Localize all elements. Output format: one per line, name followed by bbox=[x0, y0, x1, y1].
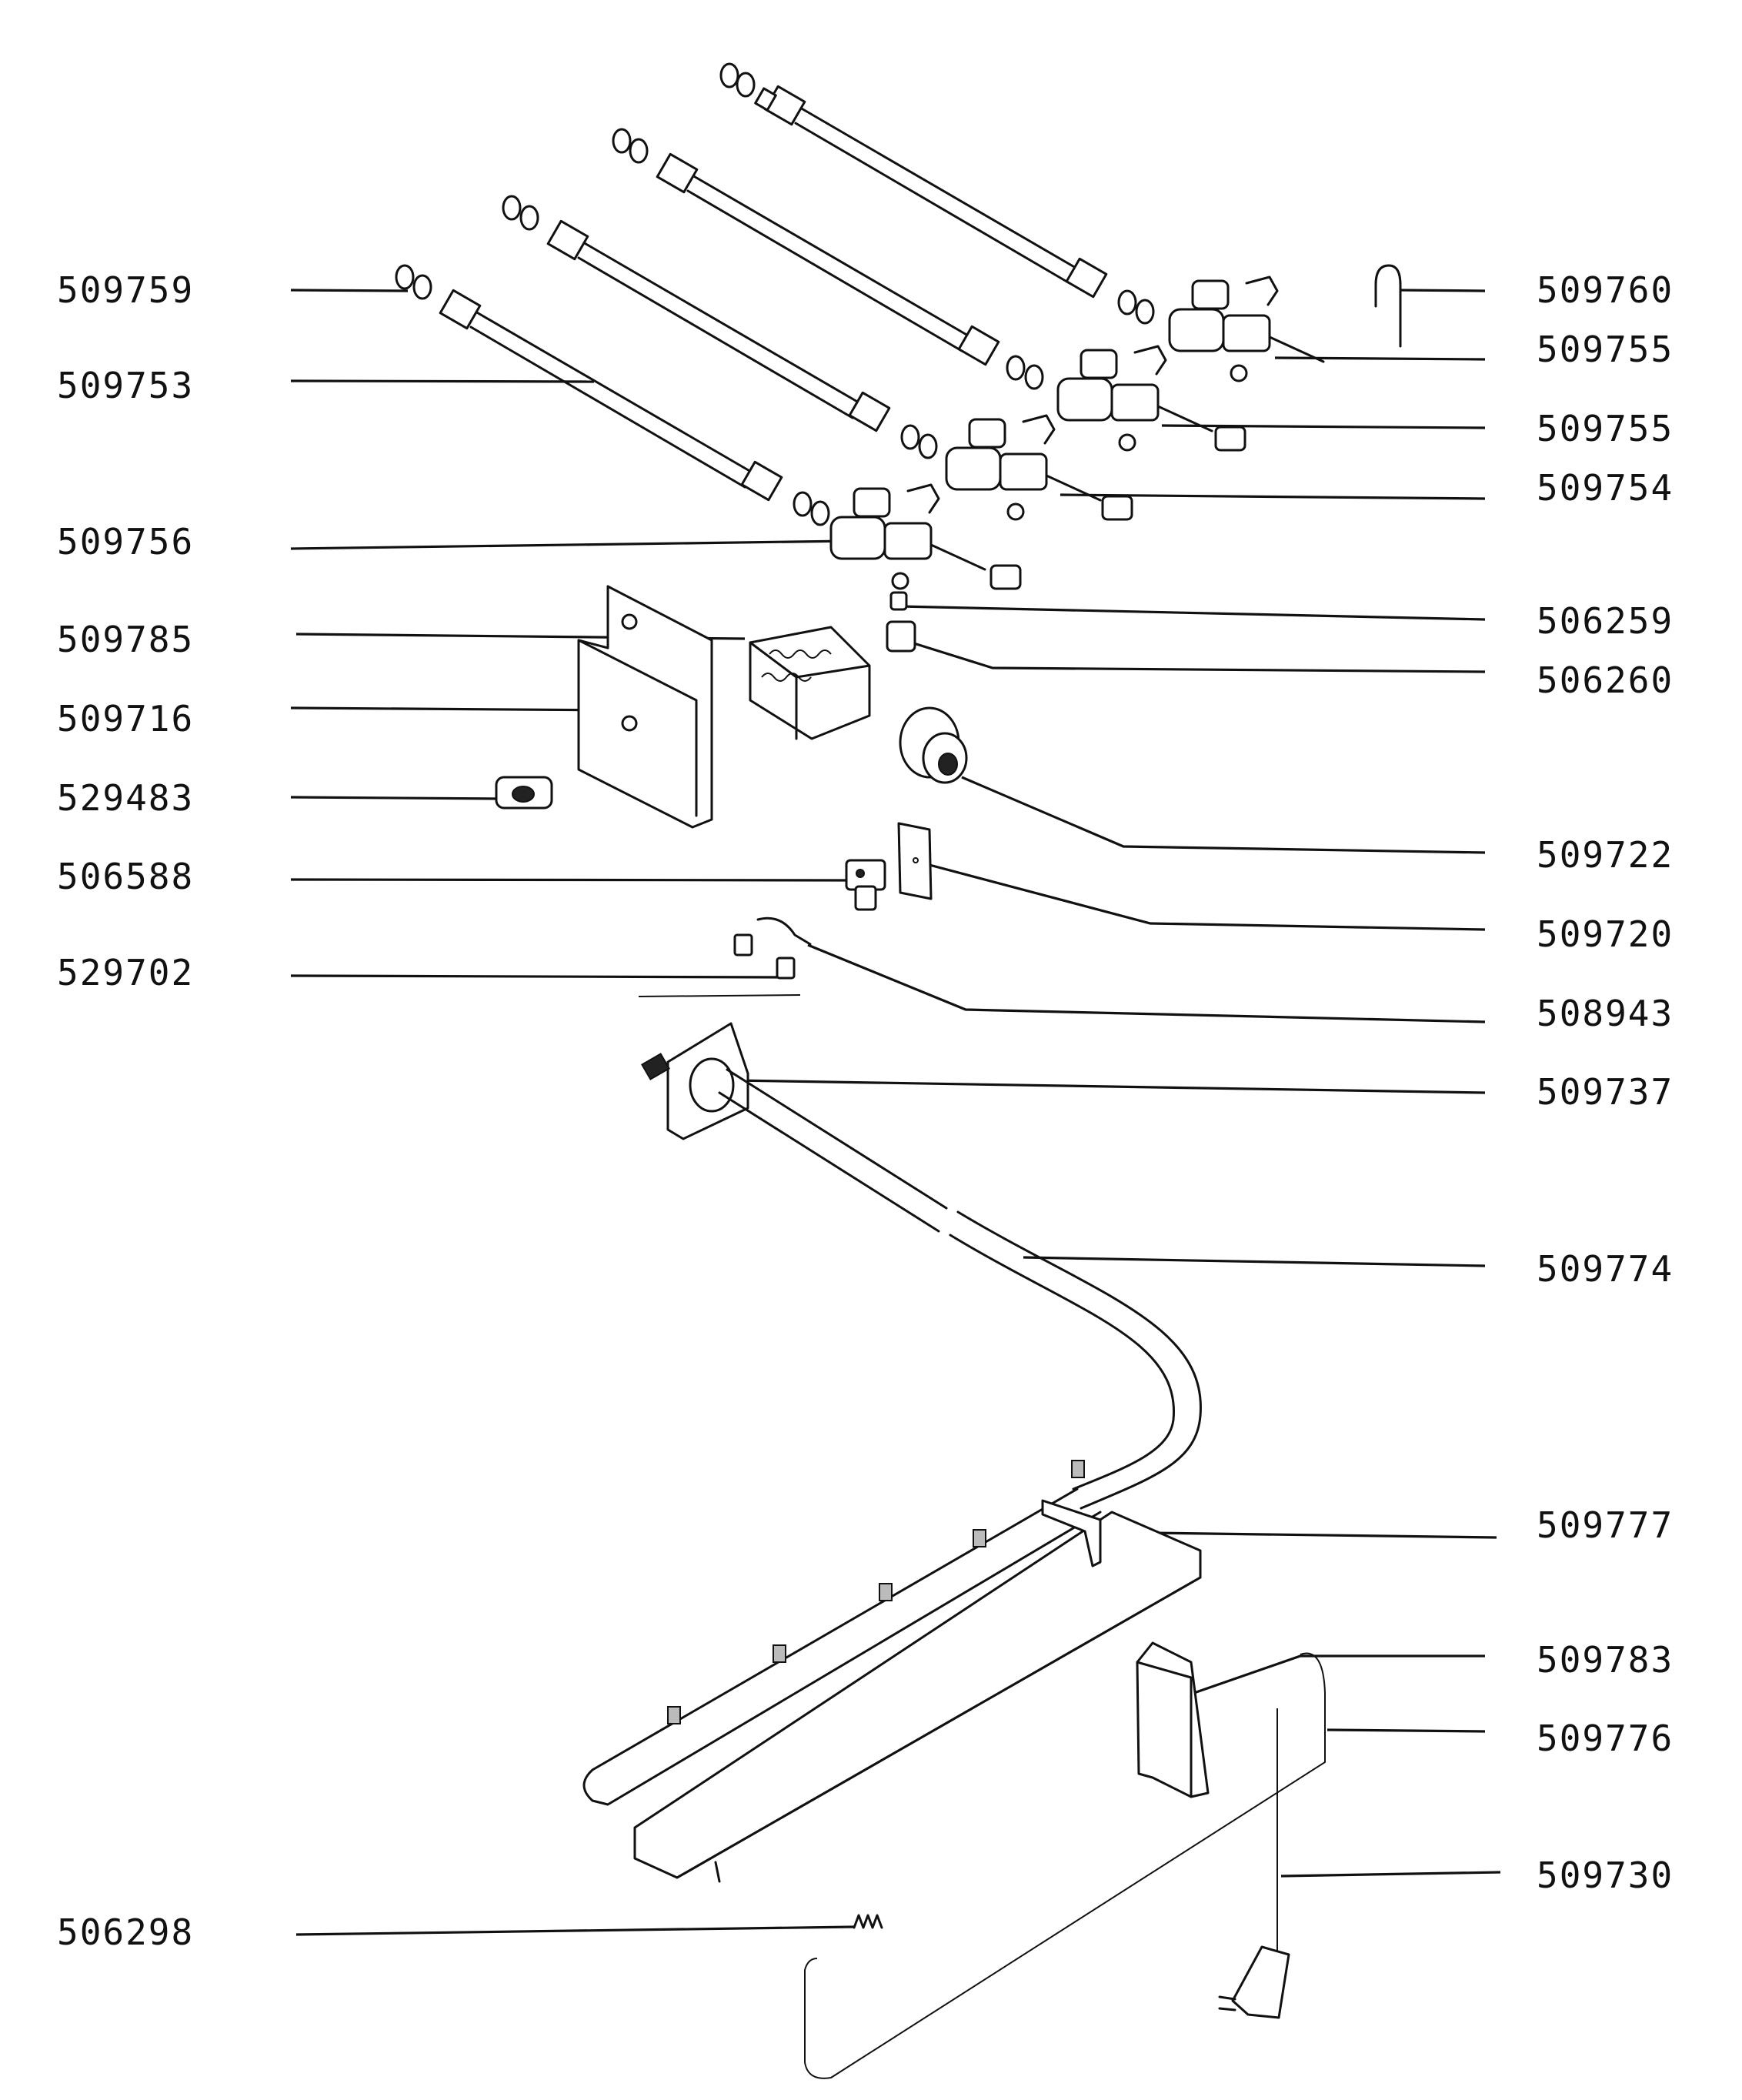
label-529483: 529483 bbox=[57, 777, 194, 819]
label-508943: 508943 bbox=[1537, 993, 1674, 1034]
leader-509756 bbox=[290, 539, 851, 550]
label-509716: 509716 bbox=[57, 698, 194, 740]
gas-tube-4 bbox=[395, 264, 830, 526]
leader-529483 bbox=[290, 796, 502, 800]
leader-509722 bbox=[961, 776, 1486, 854]
leader-509730 bbox=[1280, 1871, 1501, 1878]
leader-529702 bbox=[290, 974, 783, 979]
leader-lines bbox=[290, 289, 1501, 1936]
gas-tap-1 bbox=[1168, 275, 1325, 382]
leader-509783 bbox=[1153, 1654, 1485, 1708]
grommet-529483 bbox=[495, 776, 553, 810]
nut-506260 bbox=[886, 620, 916, 653]
gas-tube-3 bbox=[502, 195, 938, 459]
gas-tubes bbox=[395, 62, 1155, 526]
label-509777: 509777 bbox=[1537, 1504, 1674, 1546]
label-509737: 509737 bbox=[1537, 1071, 1674, 1113]
label-509730: 509730 bbox=[1537, 1855, 1674, 1896]
injector-506259 bbox=[889, 591, 908, 611]
label-509760: 509760 bbox=[1537, 269, 1674, 311]
label-506588: 506588 bbox=[57, 856, 194, 897]
nut bbox=[1214, 426, 1246, 452]
label-509776: 509776 bbox=[1537, 1718, 1674, 1759]
leader-509720 bbox=[929, 863, 1486, 931]
leader-509737 bbox=[734, 1079, 1486, 1094]
nut bbox=[989, 564, 1022, 590]
gas-tube-2 bbox=[612, 128, 1044, 390]
hook-509760 bbox=[1374, 264, 1402, 348]
gas-tap-3 bbox=[945, 414, 1102, 521]
leader-508943 bbox=[807, 943, 1486, 1023]
right-labels: 509760 509755 509755 509754 506259 50626… bbox=[1537, 269, 1674, 1896]
left-labels: 509759 509753 509756 509785 509716 52948… bbox=[57, 269, 194, 1953]
leader-509753 bbox=[290, 379, 595, 383]
leader-506259 bbox=[899, 605, 1486, 621]
leader-509759 bbox=[290, 289, 409, 292]
label-509720: 509720 bbox=[1537, 913, 1674, 955]
spring-506298 bbox=[853, 1914, 883, 1929]
leader-509716 bbox=[290, 706, 622, 712]
nut bbox=[1101, 495, 1133, 521]
label-509783: 509783 bbox=[1537, 1639, 1674, 1681]
label-509755-upper: 509755 bbox=[1537, 329, 1674, 370]
leader-509755-upper bbox=[1274, 356, 1486, 361]
gas-tap-2 bbox=[1056, 345, 1213, 452]
plug-509730 bbox=[1218, 1945, 1290, 2019]
label-509722: 509722 bbox=[1537, 834, 1674, 876]
bracket-509783 bbox=[1136, 1641, 1210, 1798]
label-506298: 506298 bbox=[57, 1911, 194, 1953]
label-509759: 509759 bbox=[57, 269, 194, 311]
selector-switch-509785 bbox=[749, 626, 871, 740]
label-529702: 529702 bbox=[57, 952, 194, 993]
fitting-509737 bbox=[641, 1022, 749, 1140]
gas-tap-4 bbox=[829, 483, 986, 590]
label-509756: 509756 bbox=[57, 521, 194, 563]
wire-509776 bbox=[804, 1652, 1326, 2079]
label-509755-lower: 509755 bbox=[1537, 408, 1674, 449]
label-509753: 509753 bbox=[57, 365, 194, 406]
leader-509755-lower bbox=[1161, 424, 1486, 429]
gas-taps bbox=[829, 275, 1325, 653]
leader-506298 bbox=[295, 1925, 855, 1936]
leader-509774 bbox=[1023, 1256, 1486, 1267]
gas-tube-1 bbox=[719, 62, 1155, 325]
terminal-506588 bbox=[845, 859, 886, 911]
leader-509760 bbox=[1400, 289, 1486, 292]
label-506260: 506260 bbox=[1537, 659, 1674, 701]
indicator-plate-509720 bbox=[897, 822, 933, 900]
leader-509776 bbox=[1327, 1728, 1486, 1733]
leader-509754 bbox=[1060, 493, 1486, 500]
label-506259: 506259 bbox=[1537, 600, 1674, 642]
label-509785: 509785 bbox=[57, 619, 194, 660]
burner-509777 bbox=[582, 1460, 1202, 1883]
clips-529702 bbox=[638, 916, 812, 997]
label-509774: 509774 bbox=[1537, 1248, 1674, 1290]
leader-506260 bbox=[903, 639, 1486, 673]
bracket-509716 bbox=[577, 585, 713, 829]
thermocouple-tube-509774 bbox=[718, 1068, 1202, 1510]
leader-509777 bbox=[1150, 1531, 1497, 1539]
label-509754: 509754 bbox=[1537, 467, 1674, 509]
knob-509722 bbox=[899, 706, 968, 784]
